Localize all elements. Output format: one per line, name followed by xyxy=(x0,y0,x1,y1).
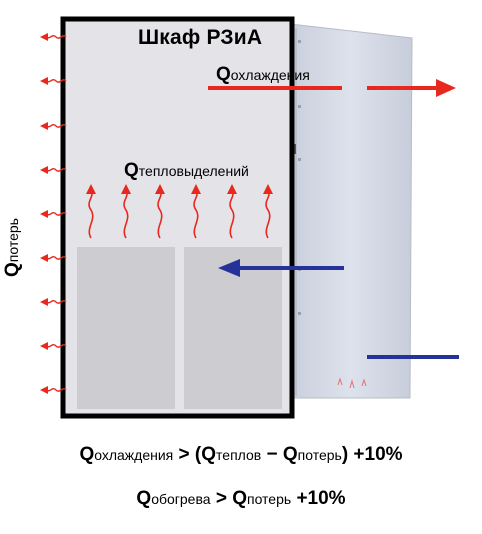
f1-op2: − xyxy=(261,444,283,465)
heat-release-arrow xyxy=(121,184,131,239)
heat-release-arrow xyxy=(191,184,201,239)
f2-s1: обогрева xyxy=(151,491,211,507)
f1-s3: потерь xyxy=(297,447,342,463)
f2-q2: Q xyxy=(232,488,247,509)
heat-loss-arrow xyxy=(40,122,67,130)
f2-q1: Q xyxy=(136,488,152,509)
heat-loss-arrow xyxy=(40,298,67,306)
f1-op3: ) +10% xyxy=(341,444,403,465)
q-heat-label: Qтепловыделений xyxy=(124,160,249,182)
heat-loss-arrow xyxy=(40,342,67,350)
q-loss-label-wrap: Qпотерь xyxy=(0,205,30,285)
hot-air-out-arrowhead xyxy=(436,79,456,97)
f1-s2: теплов xyxy=(216,447,262,463)
f1-q2: Q xyxy=(201,444,217,465)
heat-release-arrow xyxy=(155,184,165,239)
cooling-formula: Qохлаждения > (Qтеплов − Qпотерь) +10% xyxy=(0,444,482,466)
heating-formula: Qобогрева > Qпотерь +10% xyxy=(0,488,482,510)
q-loss-label: Qпотерь xyxy=(2,218,24,277)
f2-s2: потерь xyxy=(246,491,292,507)
f1-q1: Q xyxy=(79,444,95,465)
heat-loss-arrow xyxy=(40,77,67,85)
f1-q3: Q xyxy=(282,444,298,465)
q-loss-symbol: Q xyxy=(2,262,23,277)
q-loss-subscript: потерь xyxy=(5,218,21,263)
equipment-panel-left xyxy=(77,247,175,409)
f1-s1: охлаждения xyxy=(94,447,174,463)
cold-air-in-arrowhead xyxy=(218,259,240,277)
f2-op1: > xyxy=(210,488,233,509)
heat-loss-arrow xyxy=(40,166,67,174)
heat-release-arrows xyxy=(86,184,273,239)
q-cooling-subscript: охлаждения xyxy=(230,67,310,83)
heat-release-arrow xyxy=(227,184,237,239)
f1-op1: > ( xyxy=(173,444,202,465)
cooling-airflow xyxy=(208,86,459,359)
heat-loss-arrow xyxy=(40,386,67,394)
heat-release-arrow xyxy=(263,184,273,239)
f2-op2: +10% xyxy=(291,488,346,509)
heat-loss-arrow xyxy=(40,254,67,262)
q-cooling-symbol: Q xyxy=(216,64,231,85)
cabinet-title: Шкаф РЗиА xyxy=(138,26,263,49)
heat-loss-arrows xyxy=(40,33,67,394)
q-cooling-label: Qохлаждения xyxy=(216,64,310,86)
heat-release-arrow xyxy=(86,184,96,239)
q-heat-symbol: Q xyxy=(124,160,139,181)
q-heat-subscript: тепловыделений xyxy=(138,163,249,179)
heat-loss-arrow xyxy=(40,33,67,41)
heat-loss-arrow xyxy=(40,210,67,218)
